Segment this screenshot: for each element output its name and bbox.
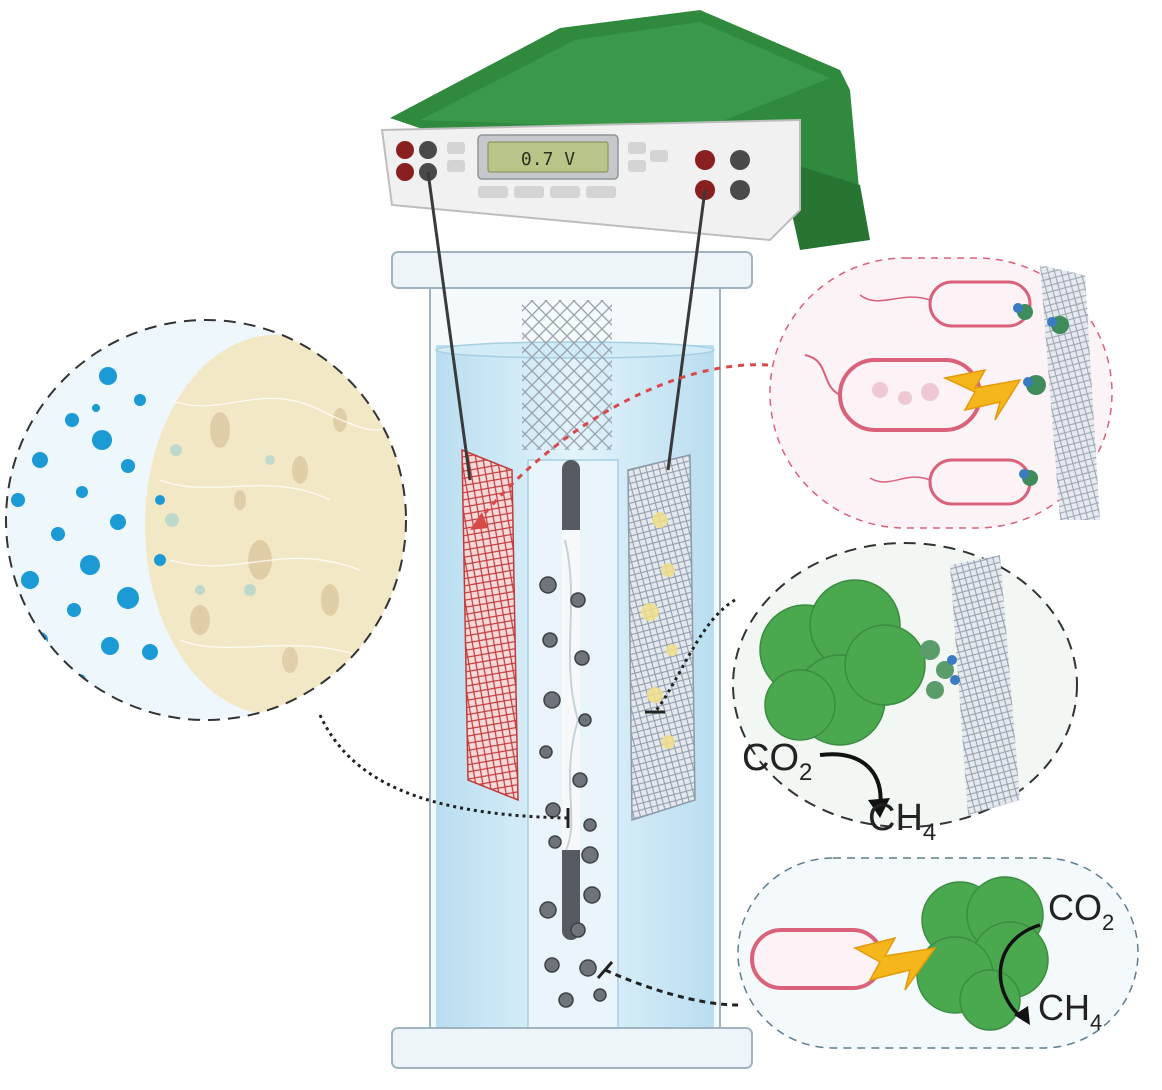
ch4-label-bottom: CH4: [1038, 987, 1102, 1035]
conductive-particles: [539, 576, 607, 1008]
potentiostat-screen: [487, 141, 609, 173]
reactor: [391, 251, 753, 1069]
reactor-top-cap: [391, 251, 753, 289]
electron-transfer-lightning-icon: [942, 368, 1022, 421]
connector-diet: [604, 968, 739, 1007]
reference-mesh: [522, 300, 612, 450]
inset-anode-biofilm: [769, 257, 1113, 529]
inset-cathode-methanogen: CO2 CH4: [732, 542, 1078, 846]
co2-label-mid: CO2: [742, 737, 812, 786]
reactor-bottom-cap: [391, 1027, 753, 1069]
inset-membrane-border: [5, 319, 407, 721]
membrane-surface: [145, 335, 405, 715]
potentiostat: 0.7 V: [380, 10, 870, 250]
port-gray-1: [419, 141, 437, 159]
port-gray-3: [730, 150, 750, 170]
wire-cathode: [666, 189, 707, 471]
co2-to-ch4-arrow-bottom: [998, 923, 1041, 1022]
diet-lightning-icon: [852, 936, 937, 991]
co2-to-ch4-arrow-mid: [819, 752, 883, 811]
port-red-1: [396, 141, 414, 159]
inset-direct-interspecies-electron-transfer: CO2 CH4: [737, 857, 1139, 1049]
archaea-cluster-diet: [916, 876, 1049, 1031]
membrane-texture: [564, 539, 580, 851]
co2-label-bottom: CO2: [1048, 887, 1114, 935]
anode-mesh: [461, 448, 519, 802]
water-droplets: [11, 367, 166, 686]
bacterium-diet: [750, 928, 884, 990]
connector-anode-biofilm: [473, 363, 769, 526]
connector-cathode: [653, 598, 736, 713]
ch4-label-mid: CH4: [868, 797, 936, 846]
archaea-cluster: [759, 579, 926, 746]
wire-anode: [426, 171, 472, 481]
inset-membrane-surface: [5, 319, 407, 721]
cathode-biofilm-spots: [641, 512, 678, 749]
potentiostat-display-text: 0.7 V: [521, 149, 575, 170]
potentiostat-keypad: [478, 186, 616, 198]
cathode-mesh: [627, 454, 696, 822]
cathode-cytochromes: [920, 640, 954, 699]
port-red-2: [396, 163, 414, 181]
bacterium-top: [859, 280, 1032, 328]
port-red-3: [695, 150, 715, 170]
port-gray-4: [730, 180, 750, 200]
